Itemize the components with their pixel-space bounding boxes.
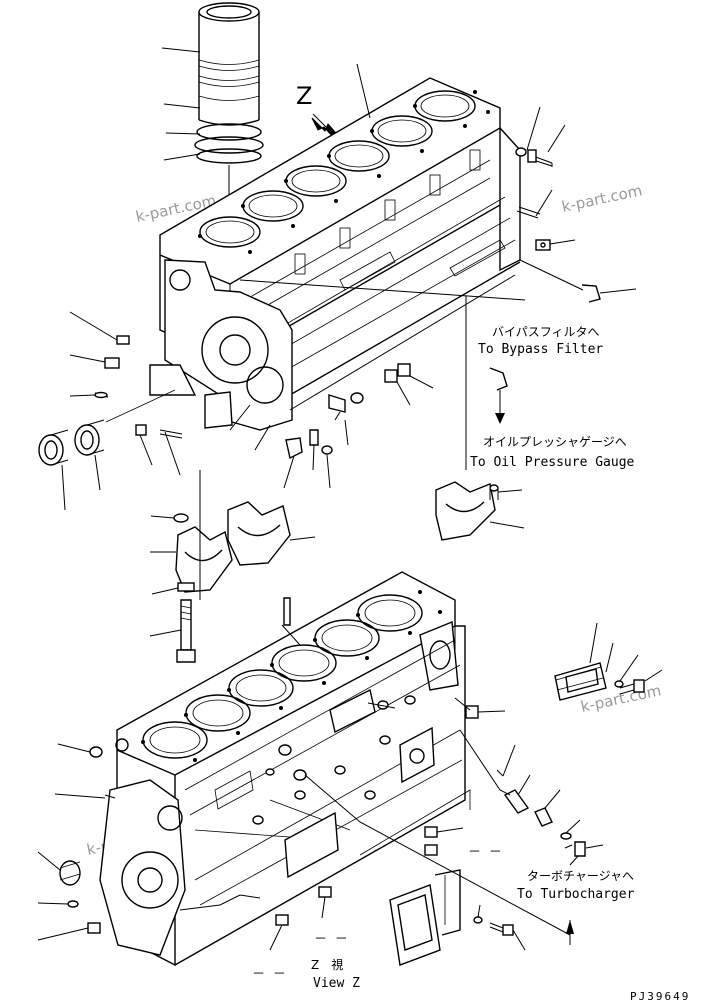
plug-bottom-center-2 <box>318 886 332 898</box>
turbocharger-en-label: To Turbocharger <box>517 887 635 902</box>
plug-lower-left-2 <box>87 922 101 934</box>
side-cover-plate <box>389 869 461 966</box>
bolt-right-lower <box>619 679 645 695</box>
elbow-fitting <box>581 284 601 303</box>
watermark-2: k-part.com <box>560 181 644 216</box>
bolt-bottom-right <box>473 916 514 936</box>
plug-upper-right <box>535 239 551 251</box>
bushing-pair <box>38 419 105 466</box>
view-z-marker: Z <box>296 82 312 110</box>
expansion-plug <box>59 860 81 886</box>
plug-side-right <box>424 826 438 856</box>
drawing-code: PJ39649 <box>630 990 690 1003</box>
oil-pressure-en-label: To Oil Pressure Gauge <box>470 455 635 470</box>
plug-left-2 <box>104 357 120 369</box>
dash-label-bottom-1: － － <box>314 932 348 947</box>
bypass-filter-en-label: To Bypass Filter <box>478 342 603 357</box>
washer-right-lower <box>614 680 624 688</box>
drain-cock <box>285 437 303 460</box>
main-bearing-cap-right <box>435 481 499 541</box>
cylinder-block-upper <box>149 77 526 431</box>
plug-left-1 <box>116 335 130 345</box>
plug-lower-left-1 <box>89 746 103 758</box>
turbocharger-jp-label: ターボチャージャへ <box>527 869 634 883</box>
pin-left <box>94 391 109 399</box>
main-bearing-cap-1 <box>175 526 233 593</box>
view-z-jp-caption: Z 視 <box>311 957 343 972</box>
thrust-washer <box>177 582 195 592</box>
cover-plate-right <box>554 662 607 701</box>
view-z-en-caption: View Z <box>313 976 360 991</box>
main-bearing-cap-2 <box>227 501 291 566</box>
pin-lower-left <box>67 900 79 908</box>
bypass-filter-jp-label: バイパスフィルタへ <box>492 325 600 339</box>
washer-middle <box>173 513 189 523</box>
cylinder-liner <box>198 2 260 126</box>
dowel-pin-upper <box>516 206 541 219</box>
tee-fitting <box>489 367 508 391</box>
small-bolt-center-2 <box>309 429 333 455</box>
dash-label-right: － － <box>468 845 502 860</box>
bolt-left-long <box>135 424 183 439</box>
main-cap-bolt <box>176 599 196 663</box>
o-ring-set <box>194 123 264 164</box>
view-arrow-icon <box>311 113 337 137</box>
oil-pressure-jp-label: オイルプレッシャゲージへ <box>483 435 627 449</box>
turbo-line-fittings <box>496 769 586 866</box>
cylinder-block-lower <box>99 571 471 967</box>
flywheel-housing-gasket <box>104 794 116 799</box>
small-bolt-center-1 <box>328 392 364 421</box>
dash-label-bottom-2: － － <box>252 967 286 982</box>
plug-center-1 <box>384 363 411 383</box>
bolt-upper-right <box>515 147 553 167</box>
plug-bottom-center-1 <box>275 914 289 926</box>
